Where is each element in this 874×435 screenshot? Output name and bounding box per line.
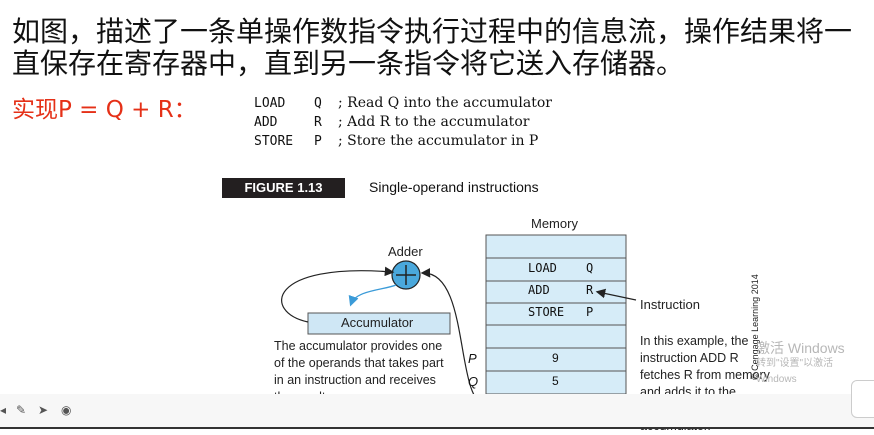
bottom-divider bbox=[0, 427, 874, 429]
accumulator-box bbox=[307, 312, 451, 335]
pointer-icon[interactable]: ➤ bbox=[38, 403, 49, 417]
page-heading: 如图，描述了一条单操作数指令执行过程中的信息流，操作结果将一直保存在寄存器中，直… bbox=[12, 15, 853, 80]
code-line: STORE P ; Store the accumulator in P bbox=[254, 132, 552, 151]
pen-icon[interactable]: ✎ bbox=[16, 403, 27, 417]
formula-label: 实现P = Q + R： bbox=[12, 97, 197, 123]
adder-icon bbox=[391, 260, 421, 290]
code-op: STORE bbox=[254, 134, 294, 149]
code-op: LOAD bbox=[254, 96, 286, 111]
adder-label: Adder bbox=[388, 244, 423, 259]
memory-cell-operand: Q bbox=[586, 260, 594, 275]
code-arg: P bbox=[314, 134, 322, 149]
windows-activation-watermark: 激活 Windows 转到"设置"以激活 Windows bbox=[756, 340, 874, 388]
side-panel-tab[interactable] bbox=[851, 380, 874, 418]
memory-row bbox=[486, 325, 626, 348]
watermark-line: 激活 Windows bbox=[756, 340, 845, 356]
code-comment: ; Add R to the accumulator bbox=[338, 114, 530, 130]
memory-row bbox=[486, 235, 626, 258]
memory-cell-value: 5 bbox=[552, 373, 559, 388]
memory-label: Memory bbox=[531, 216, 578, 231]
memory-cell-value: LOAD bbox=[528, 260, 557, 275]
memory-cell-value: STORE bbox=[528, 305, 565, 319]
memory-row: STORE P bbox=[486, 303, 626, 325]
accumulator-label: Accumulator bbox=[341, 315, 414, 330]
memory-cell-value: 9 bbox=[552, 350, 559, 365]
arrow-left-icon[interactable]: ◂ bbox=[0, 403, 7, 417]
memory-column bbox=[485, 234, 627, 417]
memory-row: LOAD Q bbox=[486, 258, 626, 281]
presentation-toolbar bbox=[0, 394, 874, 429]
record-icon[interactable]: ◉ bbox=[61, 403, 72, 417]
memory-row: ADD R bbox=[486, 281, 626, 303]
code-arg: R bbox=[314, 115, 322, 130]
figure-caption: Single-operand instructions bbox=[369, 179, 539, 195]
memory-cell-operand: R bbox=[586, 283, 594, 297]
code-comment: ; Store the accumulator in P bbox=[338, 133, 539, 149]
instruction-pointer-arrow bbox=[595, 288, 637, 301]
accumulator-note: The accumulator provides one of the oper… bbox=[274, 339, 444, 404]
watermark-subline: 转到"设置"以激活 Windows bbox=[756, 358, 834, 385]
code-comment: ; Read Q into the accumulator bbox=[338, 95, 552, 111]
instruction-label: Instruction bbox=[640, 297, 700, 312]
memory-address-label: P bbox=[468, 350, 477, 366]
adder-to-accumulator-arrow bbox=[348, 284, 397, 307]
accumulator-to-adder-arrow bbox=[281, 266, 395, 323]
code-arg: Q bbox=[314, 96, 322, 111]
code-line: ADD R ; Add R to the accumulator bbox=[254, 113, 552, 132]
figure-number: FIGURE 1.13 bbox=[222, 178, 345, 198]
code-op: ADD bbox=[254, 115, 278, 130]
memory-address-label: Q bbox=[468, 373, 479, 389]
memory-cell-value: ADD bbox=[528, 283, 550, 297]
code-listing: LOAD Q ; Read Q into the accumulator ADD R;… bbox=[254, 94, 552, 151]
memory-cell-operand: P bbox=[586, 305, 594, 319]
code-line: LOAD Q ; Read Q into the accumulator bbox=[254, 94, 552, 113]
